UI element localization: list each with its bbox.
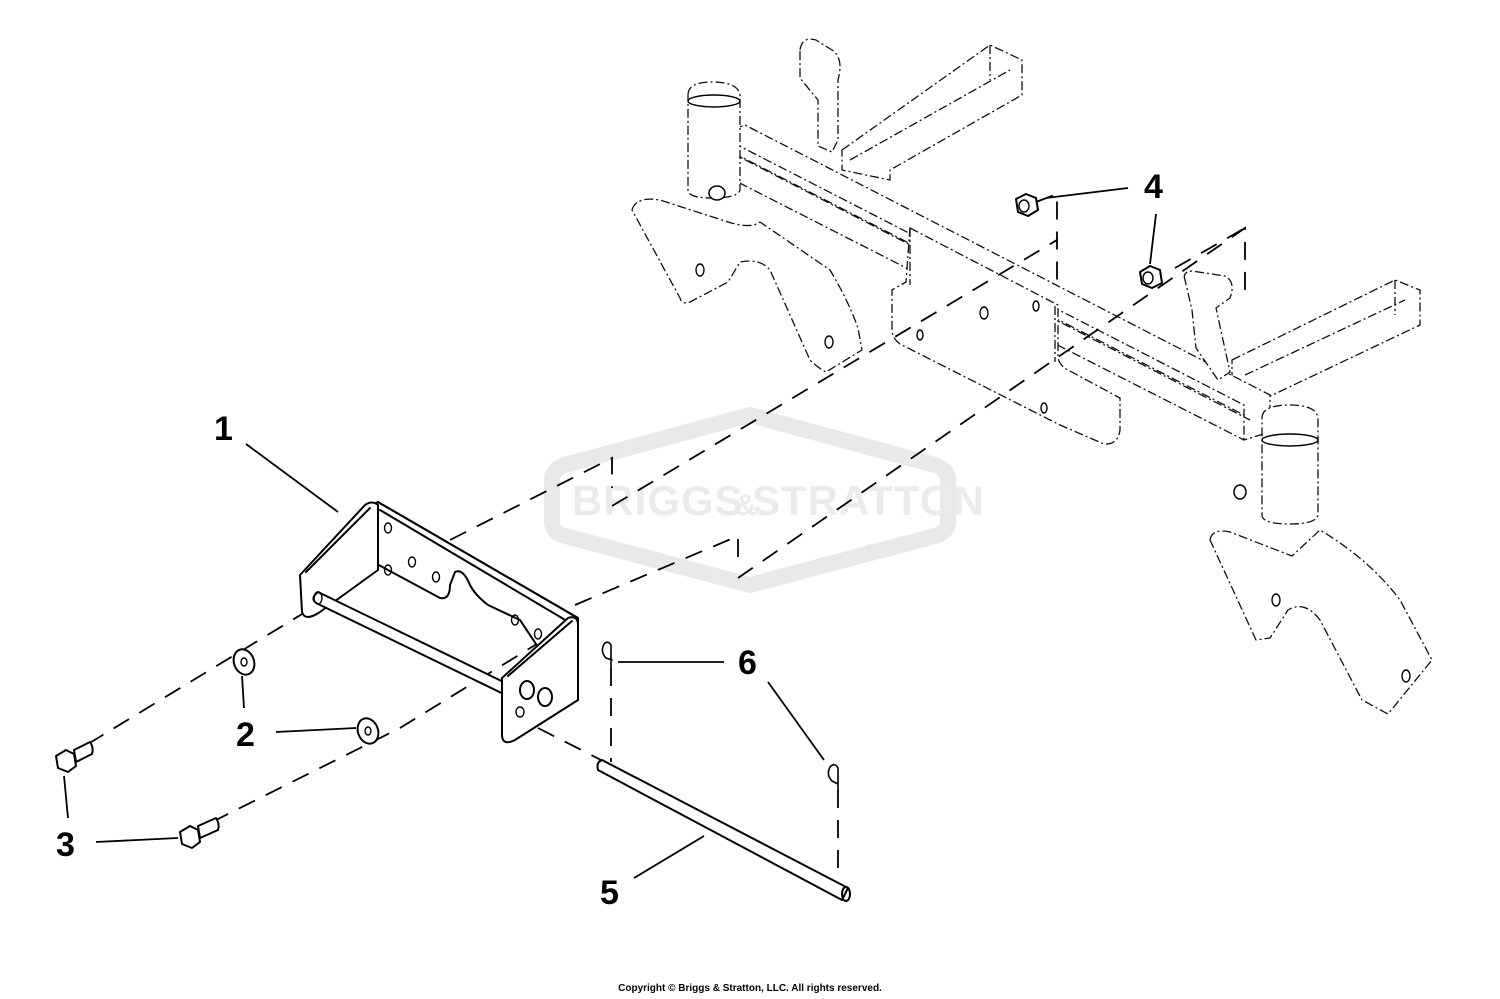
callout-2: 2: [236, 716, 255, 754]
brand-watermark: BRIGGS & STRATTON ®: [544, 407, 985, 593]
bolt-lower: [197, 817, 220, 839]
part-washers: [232, 648, 380, 745]
part-nuts: [1015, 193, 1163, 289]
part-bracket: [299, 501, 579, 744]
leader-lines: [63, 187, 1157, 879]
part-pin: [596, 759, 851, 902]
frame-rear-rail-right: [1231, 279, 1421, 401]
callout-5: 5: [600, 874, 619, 912]
bolt-upper: [73, 741, 94, 763]
hair-pin-lower: [827, 763, 839, 791]
watermark-ampersand: &: [735, 489, 758, 522]
frame-lift-arm-right: [1183, 270, 1233, 381]
watermark-text-briggs: BRIGGS: [572, 477, 744, 524]
assembly-lines: [87, 192, 1246, 880]
washer-upper: [232, 648, 256, 676]
watermark-text-stratton: STRATTON: [752, 477, 985, 524]
callout-3: 3: [56, 826, 75, 864]
washer-lower: [356, 717, 380, 745]
callout-1: 1: [214, 410, 233, 448]
callout-4: 4: [1144, 168, 1163, 206]
front-axle-frame: [631, 38, 1433, 715]
right-caster-fork: [1209, 529, 1433, 715]
bracket-cross-rod: [312, 591, 521, 703]
copyright-notice: Copyright © Briggs & Stratton, LLC. All …: [618, 983, 882, 994]
pin-rod: [596, 759, 849, 901]
bracket-left-end-plate: [299, 501, 379, 618]
frame-rear-rail-left: [841, 44, 1023, 181]
bracket-right-end-plate: [501, 616, 579, 744]
left-caster-pivot-tube: [687, 81, 741, 199]
right-caster-pivot-tube: [1261, 404, 1319, 525]
frame-center-plate: [891, 227, 1121, 445]
watermark-registered-mark: ®: [866, 543, 874, 554]
callout-6: 6: [738, 644, 757, 682]
part-bolts: [55, 741, 220, 849]
hair-pin-upper: [601, 641, 613, 669]
callout-numbers: 1 2 3 4 5 6: [56, 168, 1163, 912]
part-hair-pins: [601, 641, 839, 791]
watermark-diamond-outline: [544, 407, 956, 593]
frame-lift-arm-left: [799, 38, 841, 153]
left-caster-fork: [631, 198, 863, 373]
